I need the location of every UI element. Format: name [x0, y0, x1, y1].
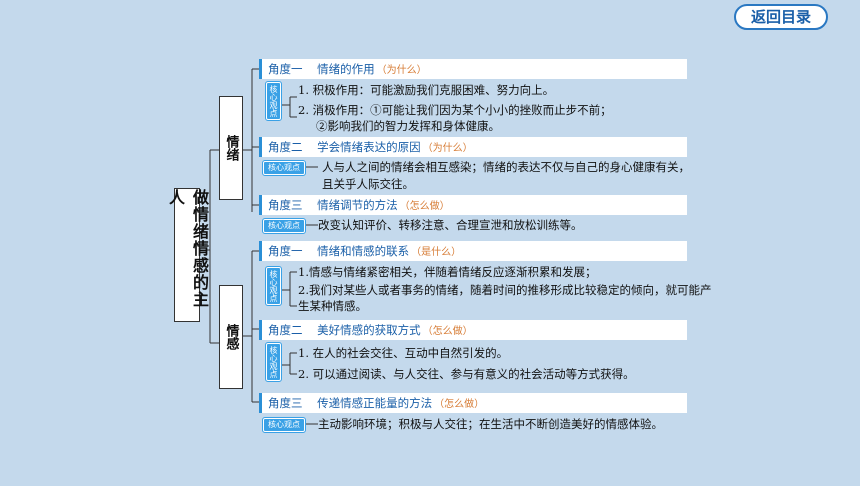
core-view-badge: 核心观点	[262, 417, 306, 433]
point-line: 生某种情感。	[298, 299, 367, 313]
point-line: 且关乎人际交往。	[322, 177, 414, 191]
angle-topic: 传递情感正能量的方法	[317, 396, 433, 410]
angle-topic: 美好情感的获取方式	[317, 323, 421, 337]
angle-header: 角度三 传递情感正能量的方法（怎么做）	[259, 393, 687, 413]
point-line: 改变认知评价、转移注意、合理宣泄和放松训练等。	[318, 218, 583, 232]
point-line: 2.我们对某些人或者事务的情绪，随着时间的推移形成比较稳定的倾向，就可能产	[298, 283, 712, 297]
angle-question: （怎么做）	[399, 201, 450, 212]
point-line: 1.情感与情绪紧密相关，伴随着情绪反应逐渐积累和发展；	[298, 265, 597, 279]
point-line: 1. 在人的社会交往、互动中自然引发的。	[298, 346, 509, 360]
core-view-badge: 核心观点	[262, 160, 306, 176]
core-view-badge: 核心观点	[265, 342, 282, 382]
branch-feeling-box: 情感	[219, 285, 243, 389]
angle-label: 角度三	[268, 396, 303, 410]
point-line: 2. 消极作用：①可能让我们因为某个小小的挫败而止步不前；	[298, 103, 612, 117]
root-title-box: 做情绪情感的主人	[166, 188, 209, 322]
angle-question: （怎么做）	[434, 399, 485, 410]
point-line: 2. 可以通过阅读、与人交往、参与有意义的社会活动等方式获得。	[298, 367, 635, 381]
point-line: 1. 积极作用：可能激励我们克服困难、努力向上。	[298, 83, 555, 97]
point-line: 主动影响环境；积极与人交往；在生活中不断创造美好的情感体验。	[318, 417, 663, 431]
angle-question: （为什么）	[422, 143, 473, 154]
angle-topic: 情绪调节的方法	[317, 198, 398, 212]
branch-feeling-title: 情感	[223, 324, 239, 350]
angle-header: 角度三 情绪调节的方法（怎么做）	[259, 195, 687, 215]
angle-question: （怎么做）	[422, 326, 473, 337]
angle-header: 角度二 学会情绪表达的原因（为什么）	[259, 137, 687, 157]
angle-label: 角度一	[268, 62, 303, 76]
point-line: 人与人之间的情绪会相互感染；情绪的表达不仅与自己的身心健康有关，	[322, 160, 690, 174]
angle-header: 角度一 情绪的作用（为什么）	[259, 59, 687, 79]
back-to-contents-button[interactable]: 返回目录	[734, 4, 828, 30]
angle-topic: 情绪的作用	[317, 62, 375, 76]
angle-label: 角度一	[268, 244, 303, 258]
branch-emotion-box: 情绪	[219, 96, 243, 200]
angle-header: 角度二 美好情感的获取方式（怎么做）	[259, 320, 687, 340]
angle-question: （是什么）	[411, 247, 462, 258]
angle-label: 角度三	[268, 198, 303, 212]
angle-topic: 学会情绪表达的原因	[317, 140, 421, 154]
root-title: 做情绪情感的主人	[166, 189, 209, 308]
core-view-badge: 核心观点	[265, 266, 282, 306]
branch-emotion-title: 情绪	[223, 135, 239, 161]
angle-label: 角度二	[268, 323, 303, 337]
angle-label: 角度二	[268, 140, 303, 154]
core-view-badge: 核心观点	[265, 81, 282, 121]
angle-header: 角度一 情绪和情感的联系（是什么）	[259, 241, 687, 261]
point-line: ②影响我们的智力发挥和身体健康。	[316, 119, 500, 133]
angle-question: （为什么）	[376, 65, 427, 76]
angle-topic: 情绪和情感的联系	[317, 244, 410, 258]
core-view-badge: 核心观点	[262, 218, 306, 234]
